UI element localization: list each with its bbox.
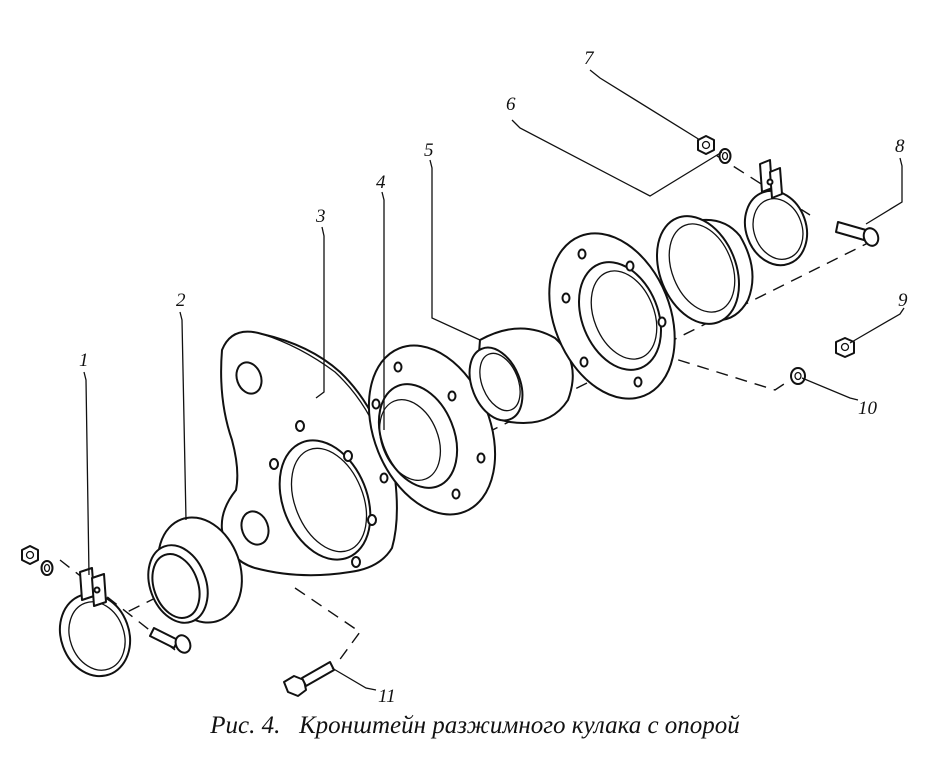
part-3-bracket-plate — [220, 330, 398, 577]
callout-4: 4 — [376, 172, 386, 193]
callout-3: 3 — [315, 206, 326, 227]
part-1-clamp-band — [58, 567, 132, 678]
part-9-nut — [835, 337, 855, 358]
callout-5: 5 — [424, 140, 434, 161]
callout-labels: 1 2 3 4 5 6 7 8 9 10 11 — [79, 48, 908, 707]
part-10-spring-washer — [790, 367, 806, 385]
part-6-washer — [718, 148, 732, 164]
right-flanged-sleeve — [655, 215, 754, 325]
caption-prefix: Рис. 4. — [210, 712, 281, 739]
callout-1: 1 — [79, 350, 89, 371]
part-2-flanged-sleeve — [147, 516, 243, 624]
right-clamp-band — [743, 159, 809, 267]
part-8-screw — [835, 221, 880, 247]
outer-flange-ring — [548, 232, 676, 400]
callout-9: 9 — [898, 290, 908, 311]
part-11-bolt — [283, 661, 335, 697]
figure-caption: Рис. 4. Кронштейн разжимного кулака с оп… — [0, 712, 950, 740]
left-nut-washer — [21, 545, 54, 576]
callout-2: 2 — [176, 290, 186, 311]
caption-title: Кронштейн разжимного кулака с опорой — [299, 712, 740, 739]
part-5-spherical-bushing — [468, 327, 574, 424]
callout-6: 6 — [506, 94, 516, 115]
callout-10: 10 — [858, 398, 878, 419]
leader-lines — [83, 69, 905, 691]
callout-11: 11 — [378, 686, 396, 707]
part-7-nut — [697, 135, 715, 155]
callout-8: 8 — [895, 136, 905, 157]
part-4-flange-ring — [367, 344, 497, 516]
callout-7: 7 — [584, 48, 595, 69]
left-screw — [149, 627, 192, 654]
